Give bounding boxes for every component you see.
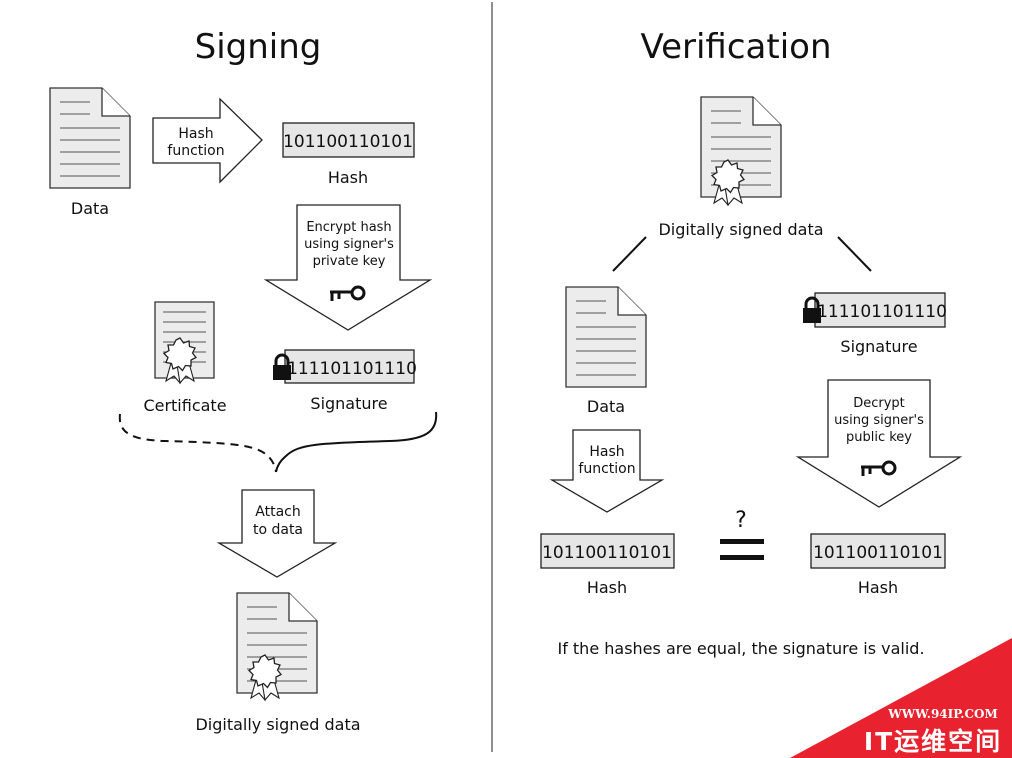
signing-title: Signing <box>195 27 322 67</box>
conclusion-text: If the hashes are equal, the signature i… <box>557 639 924 658</box>
brace-dashed <box>118 413 277 473</box>
verification-signed-document-icon <box>700 96 782 206</box>
signing-hash-value: 101100110101 <box>283 132 413 152</box>
signing-signed-label: Digitally signed data <box>195 715 360 734</box>
attach-label-line1: Attach <box>255 504 300 520</box>
data-document-icon <box>49 87 131 189</box>
verification-signed-label: Digitally signed data <box>658 220 823 239</box>
watermark-brand: IT运维空间 <box>864 727 1002 756</box>
hash-function-label-line1: Hash <box>178 126 213 142</box>
attach-arrow <box>216 489 338 578</box>
encrypt-arrow <box>263 204 433 331</box>
verification-hash-label-line1: Hash <box>589 444 624 460</box>
hash-function-arrow <box>152 97 263 184</box>
hash-left-box <box>540 533 675 569</box>
certificate-label: Certificate <box>143 396 226 415</box>
verification-signature-box <box>814 292 946 328</box>
split-line-left <box>612 236 647 272</box>
signing-signed-document-icon <box>236 592 318 701</box>
encrypt-label-line1: Encrypt hash <box>306 220 391 235</box>
hash-right-box <box>810 533 946 569</box>
signing-data-label: Data <box>71 199 109 218</box>
decrypt-label-line3: public key <box>846 430 912 445</box>
attach-label-line2: to data <box>253 522 303 538</box>
question-mark: ? <box>735 508 747 533</box>
signing-hash-label: Hash <box>328 168 368 187</box>
verification-data-label: Data <box>587 397 625 416</box>
signing-hash-box <box>282 122 415 158</box>
brace-solid <box>275 411 438 473</box>
split-line-right <box>837 236 872 272</box>
watermark-url: WWW.94IP.COM <box>887 707 998 721</box>
hash-function-label-line2: function <box>167 143 224 159</box>
decrypt-label-line2: using signer's <box>834 413 924 428</box>
equals-sign-icon <box>720 539 764 560</box>
signing-signature-box <box>284 349 415 384</box>
signing-signature-value: 111101101110 <box>287 359 417 379</box>
hash-right-value: 101100110101 <box>813 543 943 563</box>
verification-signature-value: 111101101110 <box>817 302 947 322</box>
encrypt-label-line3: private key <box>313 254 386 269</box>
hash-right-label: Hash <box>858 578 898 597</box>
decrypt-label-line1: Decrypt <box>853 396 905 411</box>
watermark: WWW.94IP.COM IT运维空间 <box>790 638 1012 758</box>
certificate-icon <box>154 301 215 384</box>
verification-data-document-icon <box>565 286 647 388</box>
verification-hash-label-line2: function <box>578 461 635 477</box>
decrypt-arrow <box>795 379 963 508</box>
verification-hash-arrow <box>549 429 665 513</box>
encrypt-label-line2: using signer's <box>304 237 394 252</box>
signing-signature-label: Signature <box>310 394 387 413</box>
verification-title: Verification <box>640 27 831 67</box>
hash-left-value: 101100110101 <box>542 543 672 563</box>
hash-left-label: Hash <box>587 578 627 597</box>
verification-signature-label: Signature <box>840 337 917 356</box>
